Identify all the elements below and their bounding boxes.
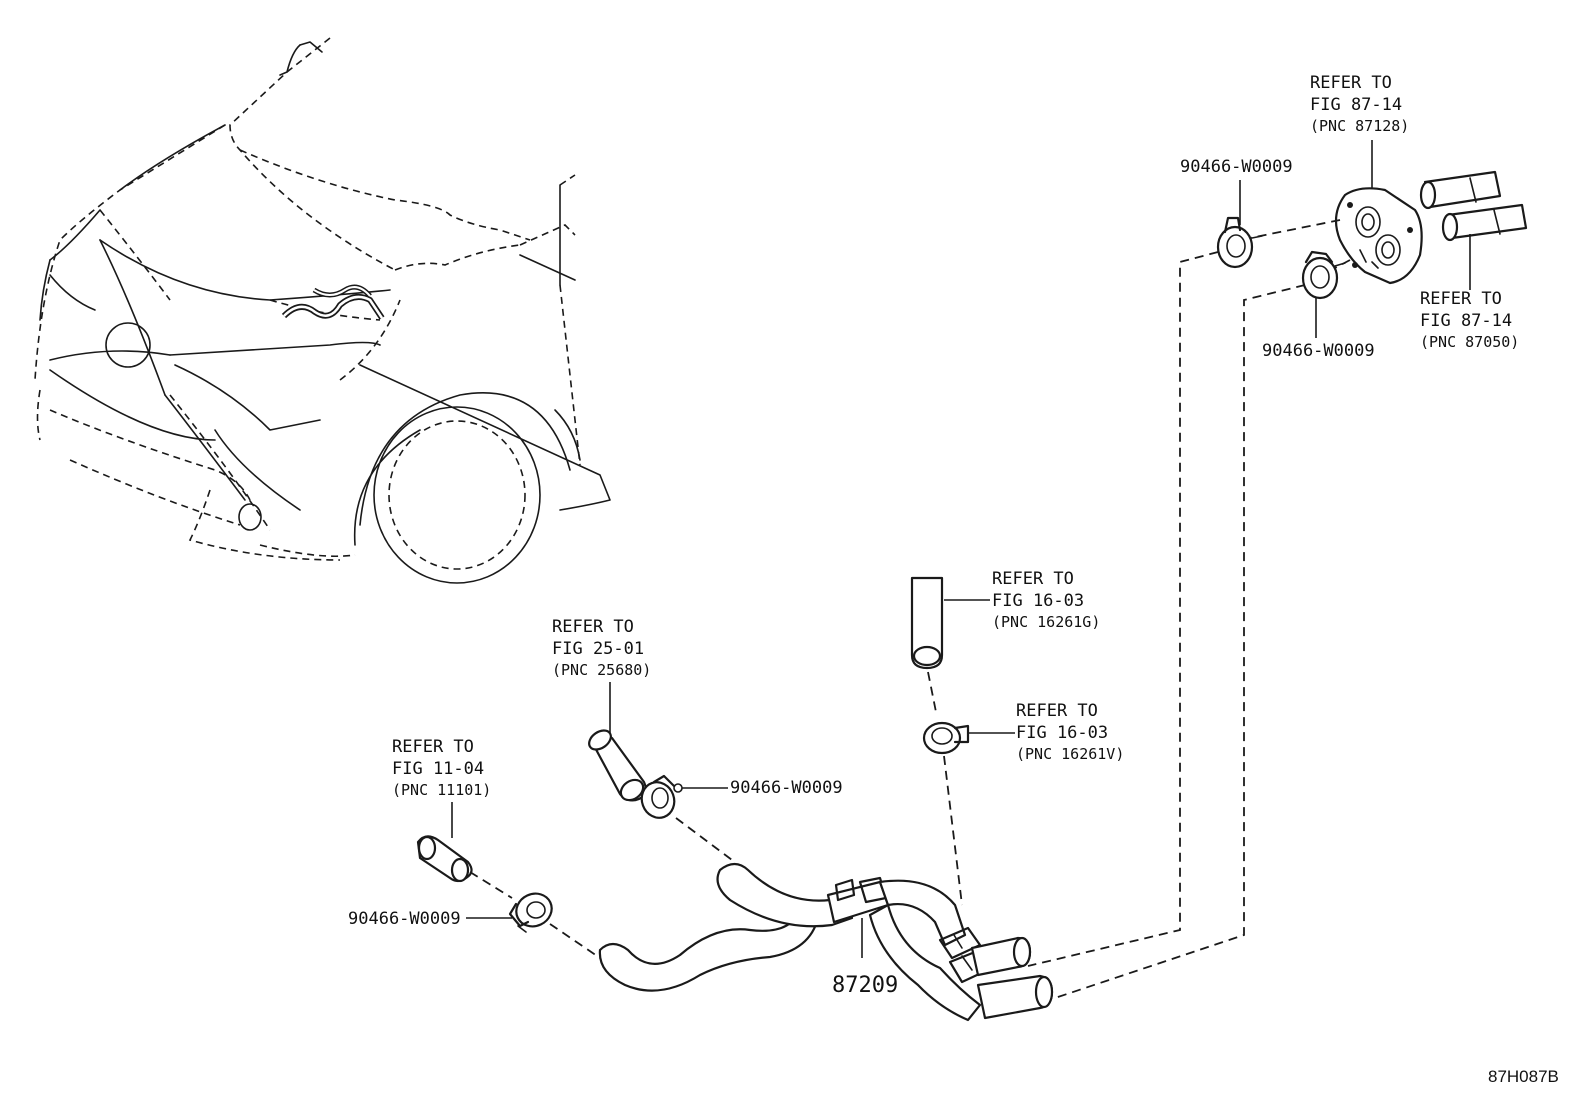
- upper-hose-icon: [910, 576, 944, 670]
- callout-clamp-top-line3: (PNC 16261V): [1016, 745, 1124, 763]
- clamp-top-icon: [922, 721, 970, 755]
- callout-hose-top-line2: FIG 16-03: [992, 591, 1084, 611]
- callout-pipe-mid-line1: REFER TO: [552, 617, 634, 637]
- callout-pipe-left-line1: REFER TO: [392, 737, 474, 757]
- pipe-left-icon: [416, 835, 473, 883]
- clamp-upper-b-icon: [1301, 250, 1346, 300]
- callout-heater-pipes-line2: FIG 87-14: [1420, 311, 1512, 331]
- clamp-left-icon: [508, 892, 553, 933]
- clamp-mid-icon: [640, 774, 683, 819]
- heater-hose-assy-icon: [598, 862, 1054, 1022]
- diagram-code: 87H087B: [1488, 1067, 1559, 1086]
- part-hose-assy: 87209: [832, 973, 898, 998]
- callout-heater-unit-line3: (PNC 87128): [1310, 117, 1409, 135]
- part-clamp-upper-b: 90466-W0009: [1262, 341, 1375, 361]
- callout-pipe-mid-line3: (PNC 25680): [552, 661, 651, 679]
- heater-core-flange-icon: [1334, 187, 1423, 285]
- heater-pipe-stubs-icon: [1419, 170, 1528, 242]
- vehicle-front-icon: [34, 37, 611, 584]
- callout-pipe-mid-line2: FIG 25-01: [552, 639, 644, 659]
- part-clamp-mid: 90466-W0009: [730, 778, 843, 798]
- callout-pipe-left-line3: (PNC 11101): [392, 781, 491, 799]
- callout-hose-top-line1: REFER TO: [992, 569, 1074, 589]
- part-clamp-upper-a: 90466-W0009: [1180, 157, 1293, 177]
- callout-pipe-left-line2: FIG 11-04: [392, 759, 484, 779]
- callout-clamp-top-line1: REFER TO: [1016, 701, 1098, 721]
- part-clamp-left: 90466-W0009: [348, 909, 461, 929]
- callout-clamp-top-line2: FIG 16-03: [1016, 723, 1108, 743]
- callout-heater-pipes-line3: (PNC 87050): [1420, 333, 1519, 351]
- callout-heater-pipes-line1: REFER TO: [1420, 289, 1502, 309]
- clamp-upper-a-icon: [1216, 216, 1263, 269]
- pipe-mid-icon: [588, 729, 647, 802]
- callout-heater-unit-line2: FIG 87-14: [1310, 95, 1402, 115]
- callout-hose-top-line3: (PNC 16261G): [992, 613, 1100, 631]
- callout-heater-unit-line1: REFER TO: [1310, 73, 1392, 93]
